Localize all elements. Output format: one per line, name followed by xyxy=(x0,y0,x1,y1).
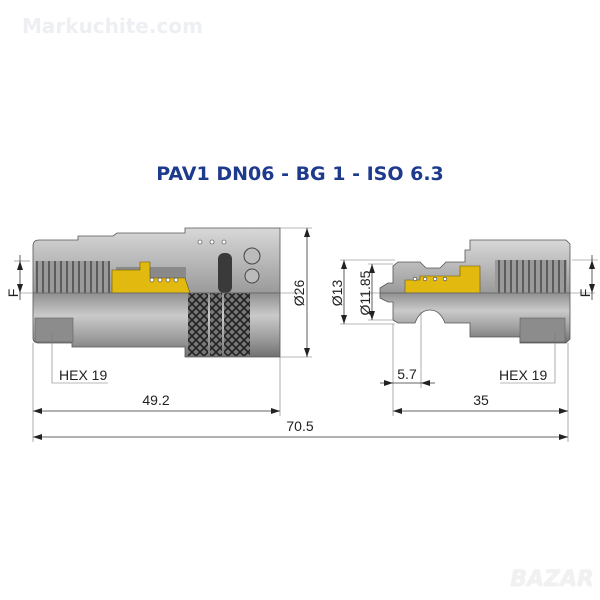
diameter-13-label: Ø13 xyxy=(329,280,345,307)
watermark-site: Markuchite.com xyxy=(22,14,203,38)
diameter-26-label: Ø26 xyxy=(291,280,307,307)
hex-label-right: HEX 19 xyxy=(499,367,547,383)
watermark-bazar: BAZAR xyxy=(510,567,594,592)
female-coupling xyxy=(20,227,300,358)
thread-label-left: F xyxy=(5,289,21,298)
length-5-7-label: 5.7 xyxy=(397,366,417,382)
length-49-2-label: 49.2 xyxy=(142,392,169,408)
dimension-lines xyxy=(14,227,598,442)
drawing-title: PAV1 DN06 - BG 1 - ISO 6.3 xyxy=(156,163,444,185)
thread-label-right: F xyxy=(577,289,593,298)
length-35-label: 35 xyxy=(473,392,489,408)
hex-label-left: HEX 19 xyxy=(59,367,107,383)
diameter-11-85-label: Ø11.85 xyxy=(357,270,373,315)
male-plug xyxy=(360,239,595,344)
length-70-5-label: 70.5 xyxy=(286,418,313,434)
